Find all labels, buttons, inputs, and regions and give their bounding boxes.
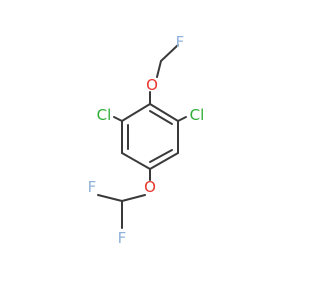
bond-o2-chf2 (121, 194, 146, 202)
bonds (97, 44, 187, 229)
bond-c6-cl1 (113, 116, 123, 122)
atom-o2: O (144, 178, 156, 196)
bond-chf2-f2 (97, 194, 123, 202)
molecule-structure-diagram: F O Cl Cl O F F (88, 33, 205, 247)
atom-cl1: Cl (97, 106, 112, 124)
bond-c4-c5 (121, 152, 151, 170)
atom-labels: F O Cl Cl O F F (88, 33, 205, 247)
double-bond-c3-c4 (149, 149, 173, 163)
atom-f1: F (176, 33, 185, 51)
bond-c3-c4 (149, 152, 179, 170)
bond-c6-c1 (121, 103, 151, 122)
bond-ch2-o1 (156, 60, 162, 78)
double-bond-c1-c2 (149, 110, 173, 125)
bond-f1-ch2 (160, 44, 179, 62)
atom-cl2: Cl (190, 106, 205, 124)
atom-f3: F (118, 229, 127, 247)
bond-c2-cl2 (177, 116, 187, 122)
bond-c1-c2 (149, 103, 179, 122)
atom-o1: O (146, 76, 158, 94)
atom-f2: F (88, 178, 97, 196)
